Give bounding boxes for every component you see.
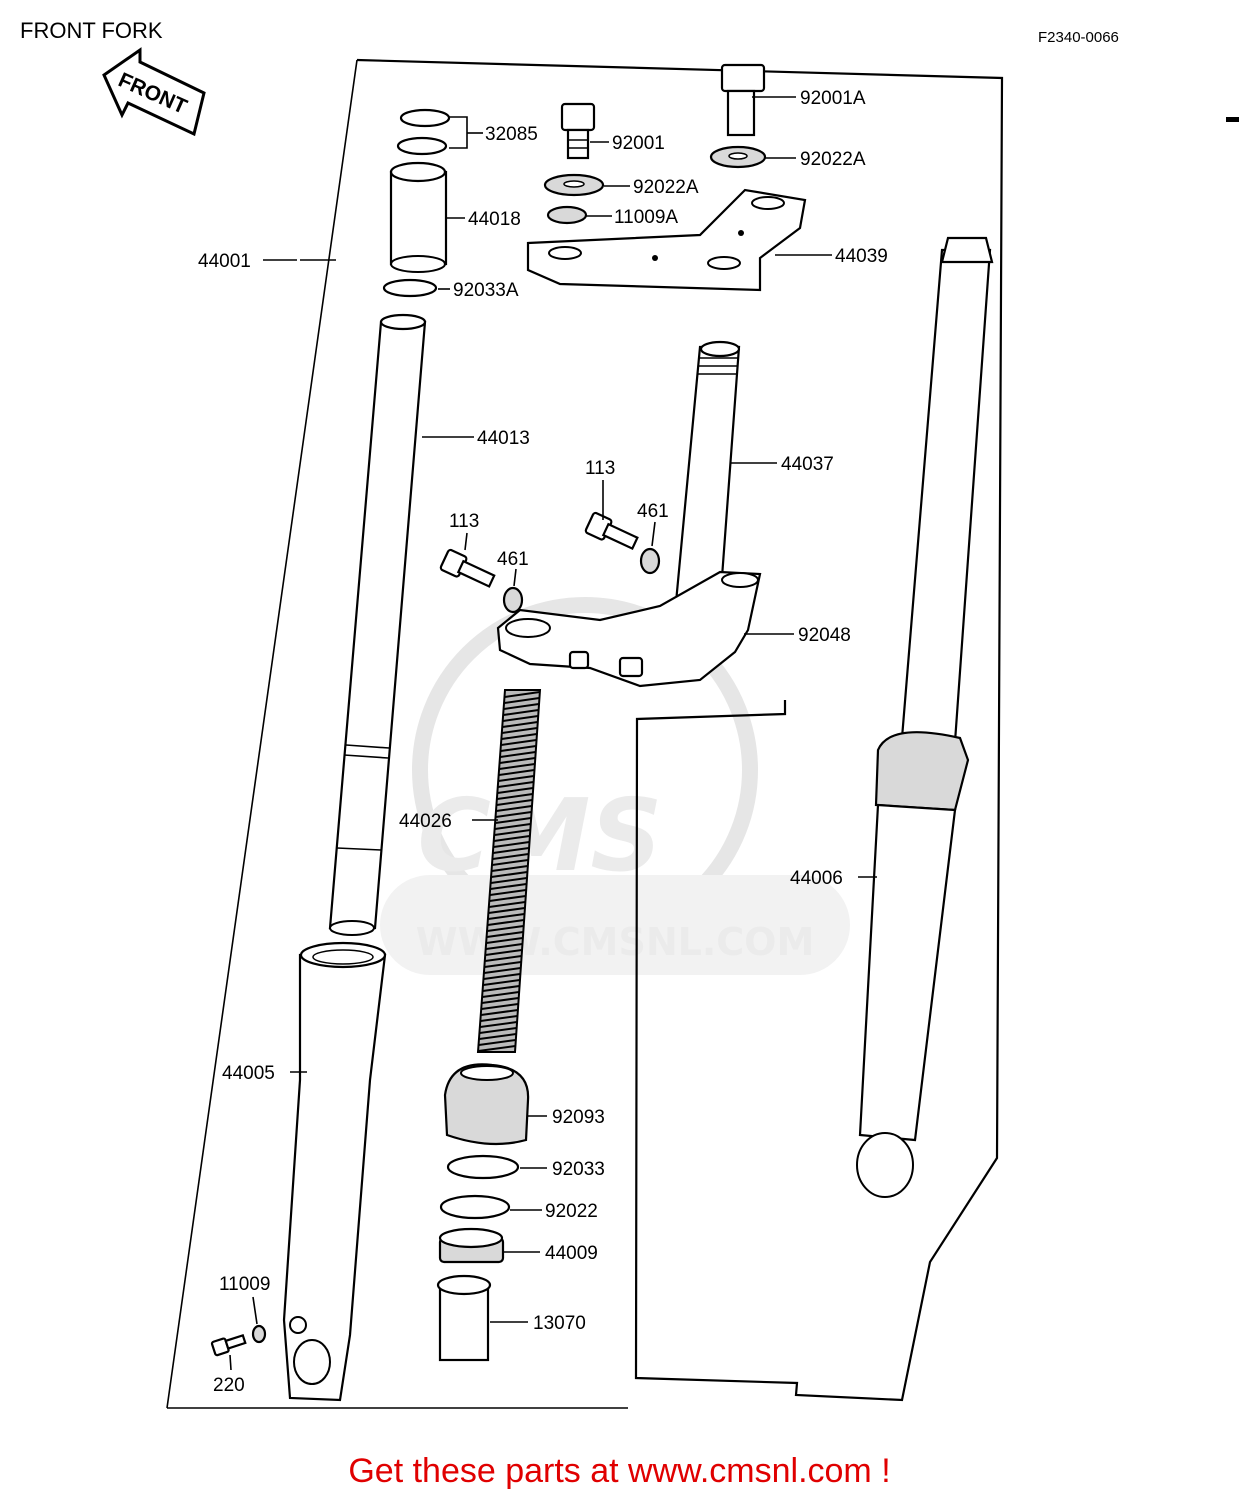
collar-44018 — [389, 161, 448, 273]
part-labels: 92001A 92022A 32085 92001 92022A 44018 1… — [198, 88, 888, 1396]
washer-92022 — [439, 1194, 511, 1220]
o-ring-upper — [399, 108, 451, 128]
part-label-11009: 11009 — [219, 1274, 270, 1295]
part-label-44009: 44009 — [545, 1243, 598, 1264]
part-label-13070: 13070 — [533, 1313, 586, 1334]
edge-mark — [1226, 117, 1239, 122]
part-label-92048: 92048 — [798, 625, 851, 646]
part-label-92033: 92033 — [552, 1159, 605, 1180]
bolt-92001 — [560, 102, 596, 160]
outer-tube-44005 — [282, 941, 387, 1402]
washer-11009 — [251, 1324, 267, 1344]
part-label-92022a-right: 92022A — [800, 149, 866, 170]
part-label-461-right: 461 — [637, 501, 669, 522]
part-label-44013: 44013 — [477, 428, 530, 449]
diagram-code: F2340-0066 — [1038, 29, 1119, 46]
watermark-logo: CMS — [418, 777, 663, 894]
part-label-11009a: 11009A — [614, 207, 678, 228]
part-label-44005: 44005 — [222, 1063, 275, 1084]
leader-lines — [229, 96, 877, 1371]
washer-461-right — [639, 547, 661, 575]
part-label-44039: 44039 — [835, 246, 888, 267]
holder-44039 — [526, 188, 807, 292]
fork-assembly-44006 — [856, 236, 994, 1198]
get-parts-link[interactable]: Get these parts at www.cmsnl.com ! — [348, 1452, 891, 1490]
ring-92033a — [382, 278, 438, 298]
bushing-13070 — [436, 1274, 492, 1362]
part-label-92001: 92001 — [612, 133, 665, 154]
part-label-92022a-left: 92022A — [633, 177, 699, 198]
part-label-44006: 44006 — [790, 868, 843, 889]
part-label-461-left: 461 — [497, 549, 529, 570]
diagram-title: FRONT FORK — [20, 18, 163, 43]
part-label-44026: 44026 — [399, 811, 452, 832]
watermark-url: WWW.CMSNL.COM — [416, 920, 815, 964]
bolt-92001a — [720, 63, 766, 137]
part-label-113-left: 113 — [449, 511, 479, 532]
bracket-92048 — [496, 570, 762, 688]
part-label-44037: 44037 — [781, 454, 834, 475]
inner-tube-44013 — [328, 313, 427, 936]
washer-461-left — [502, 586, 524, 614]
assembly-outline — [356, 58, 1004, 1402]
ring-92033 — [446, 1154, 520, 1180]
part-label-92022: 92022 — [545, 1201, 598, 1222]
cap-92093 — [443, 1063, 530, 1146]
o-ring-lower — [396, 136, 448, 156]
part-label-113-right: 113 — [585, 458, 615, 479]
part-label-220: 220 — [213, 1375, 245, 1396]
part-label-92093: 92093 — [552, 1107, 605, 1128]
bolt-113-left — [439, 548, 496, 588]
screw-220 — [210, 1333, 247, 1357]
part-label-92033a: 92033A — [453, 280, 519, 301]
part-label-44001: 44001 — [198, 251, 251, 272]
nut-44009 — [438, 1227, 505, 1264]
part-label-44018: 44018 — [468, 209, 521, 230]
part-label-92001a: 92001A — [800, 88, 866, 109]
spring-44026 — [476, 689, 542, 1053]
front-arrow-icon: FRONT — [102, 47, 206, 137]
bolt-113-right — [584, 511, 639, 551]
nut-11009a — [546, 205, 588, 225]
part-label-32085: 32085 — [485, 124, 538, 145]
